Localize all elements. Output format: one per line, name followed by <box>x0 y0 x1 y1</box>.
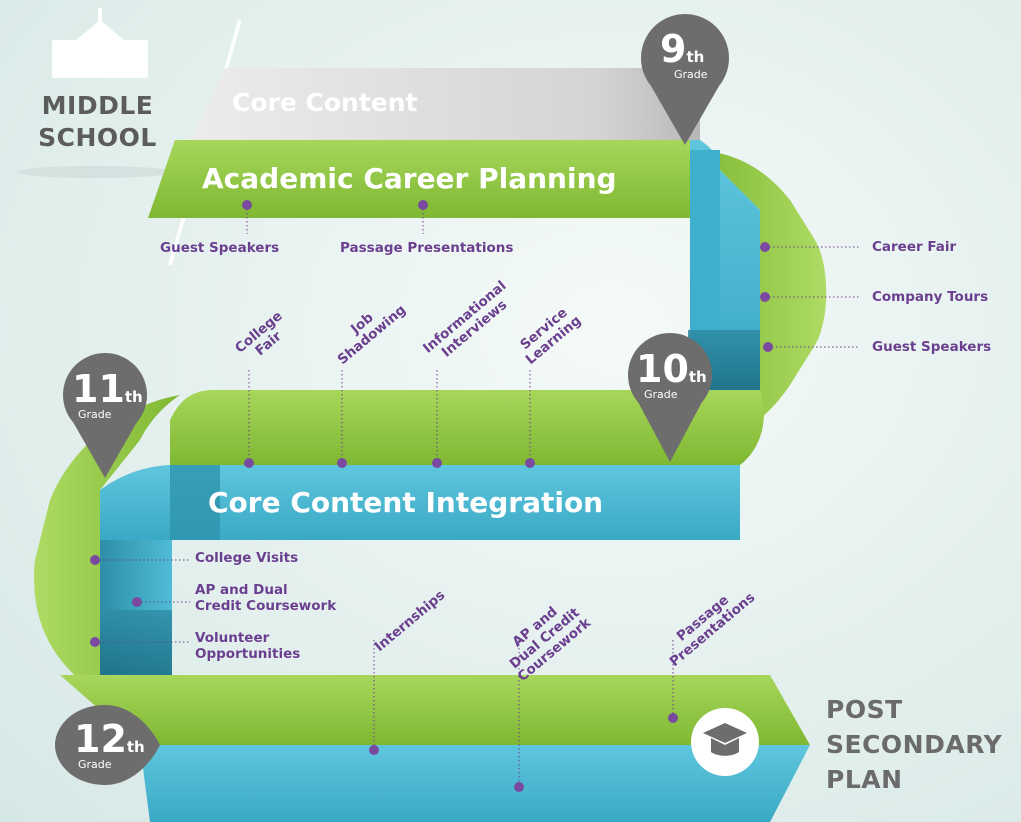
grade12-green-band <box>60 675 810 745</box>
grade10-suffix: th <box>688 368 707 386</box>
post-secondary-line2: SECONDARY <box>826 730 1003 759</box>
grade12-number: 12 <box>74 717 127 761</box>
grade10-green-band <box>170 390 764 465</box>
grade11-pin-label: 11th Grade <box>72 370 143 421</box>
grade12-blue-band <box>140 745 810 822</box>
academic-career-planning-band <box>148 140 690 218</box>
cci-band-shade <box>170 465 220 540</box>
g11-activity-ap-dual-credit: AP and Dual Credit Coursework <box>195 582 336 614</box>
g9-activity-company-tours: Company Tours <box>872 289 989 305</box>
ms-activity-guest-speakers: Guest Speakers <box>160 240 280 256</box>
post-secondary-line3: PLAN <box>826 765 903 794</box>
divider-shadow <box>17 166 173 178</box>
grade12-suffix: th <box>126 738 145 756</box>
grade10-number: 10 <box>636 347 689 391</box>
grade9-pin-label: 9th Grade <box>660 30 708 81</box>
map-pin-icon-9 <box>641 14 729 145</box>
g11-activity-ap-dual-credit-line2: Credit Coursework <box>195 598 337 614</box>
school-building-icon <box>52 8 148 78</box>
g11-activity-college-visits: College Visits <box>195 550 298 566</box>
post-secondary-label: POST SECONDARY PLAN <box>826 692 1002 797</box>
g11-activity-volunteer-line2: Opportunities <box>195 646 301 662</box>
post-secondary-line1: POST <box>826 695 903 724</box>
grade12-grade: Grade <box>78 758 112 771</box>
grade9-grade: Grade <box>674 68 708 81</box>
core-content-integration-band <box>100 465 740 540</box>
grade9-number: 9 <box>660 27 687 71</box>
grade12-pin-label: 12th Grade <box>74 720 145 771</box>
map-pin-icon-11 <box>63 353 147 478</box>
middle-school-line2: SCHOOL <box>38 123 157 152</box>
middle-school-label: MIDDLE SCHOOL <box>30 90 165 154</box>
grade11-suffix: th <box>124 388 143 406</box>
g9-activity-career-fair: Career Fair <box>872 239 957 255</box>
left-loop-green <box>34 395 180 690</box>
activity-dots <box>90 200 773 792</box>
core-content-title: Core Content <box>232 88 418 117</box>
grade10-grade: Grade <box>644 388 678 401</box>
g11-activity-ap-dual-credit-line1: AP and Dual <box>195 582 288 598</box>
academic-career-planning-title: Academic Career Planning <box>202 162 617 195</box>
grade11-number: 11 <box>72 367 125 411</box>
right-loop-green <box>690 150 827 460</box>
ms-activity-passage-presentations: Passage Presentations <box>340 240 514 256</box>
graduation-cap-icon <box>691 708 759 776</box>
core-content-band <box>190 68 700 140</box>
g11-activity-volunteer-line1: Volunteer <box>195 630 270 646</box>
g11-activity-volunteer: Volunteer Opportunities <box>195 630 300 662</box>
map-pin-icon-12 <box>55 705 160 785</box>
g9-activity-guest-speakers: Guest Speakers <box>872 339 992 355</box>
map-pin-icon-10 <box>628 333 712 462</box>
core-content-integration-title: Core Content Integration <box>208 486 604 519</box>
g11-activity-college-visits-line1: College Visits <box>195 550 299 566</box>
middle-school-line1: MIDDLE <box>41 91 154 120</box>
grade11-grade: Grade <box>78 408 112 421</box>
grade10-pin-label: 10th Grade <box>636 350 707 401</box>
grade9-suffix: th <box>686 48 705 66</box>
